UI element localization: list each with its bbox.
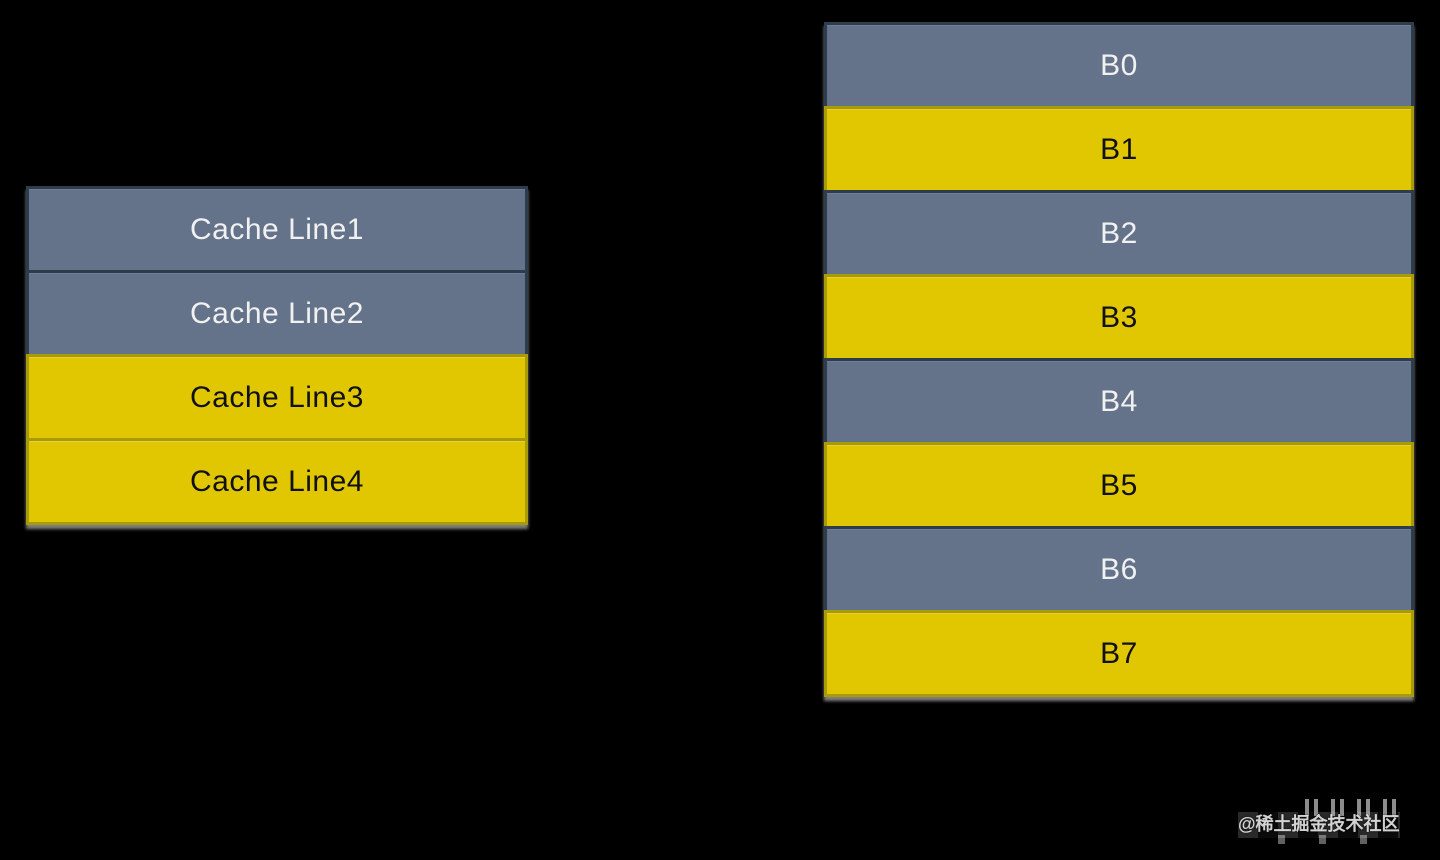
memory-block-label: B3 <box>1100 300 1138 334</box>
cache-lines-table: Cache Line1 Cache Line2 Cache Line3 Cach… <box>26 186 528 525</box>
watermark-glyph-fragment <box>1383 799 1396 816</box>
watermark: @稀土掘金技术社区 <box>1238 794 1414 844</box>
watermark-glyph-stubs <box>1278 835 1367 844</box>
watermark-glyph-fragment <box>1357 799 1370 816</box>
memory-block-row: B6 <box>824 526 1414 613</box>
cache-line-label: Cache Line2 <box>190 296 364 330</box>
memory-block-label: B5 <box>1100 468 1138 502</box>
memory-block-label: B2 <box>1100 216 1138 250</box>
memory-block-row: B1 <box>824 106 1414 193</box>
memory-block-label: B4 <box>1100 384 1138 418</box>
cache-line-label: Cache Line3 <box>190 380 364 414</box>
cache-line-row: Cache Line2 <box>26 270 528 357</box>
watermark-partial-glyphs <box>1305 799 1396 816</box>
memory-block-label: B6 <box>1100 552 1138 586</box>
cache-line-row: Cache Line4 <box>26 438 528 525</box>
memory-block-row: B5 <box>824 442 1414 529</box>
cache-line-row: Cache Line1 <box>26 186 528 273</box>
watermark-glyph-fragment <box>1360 835 1367 844</box>
memory-block-row: B0 <box>824 22 1414 109</box>
watermark-glyph-fragment <box>1278 835 1285 844</box>
memory-block-row: B4 <box>824 358 1414 445</box>
memory-block-row: B3 <box>824 274 1414 361</box>
watermark-glyph-fragment <box>1319 835 1326 844</box>
memory-block-label: B1 <box>1100 132 1138 166</box>
cache-line-row: Cache Line3 <box>26 354 528 441</box>
watermark-glyph-fragment <box>1305 799 1318 816</box>
watermark-glyph-fragment <box>1331 799 1344 816</box>
cache-line-label: Cache Line4 <box>190 464 364 498</box>
memory-block-row: B2 <box>824 190 1414 277</box>
cache-line-label: Cache Line1 <box>190 212 364 246</box>
memory-blocks-table: B0 B1 B2 B3 B4 B5 B6 B7 <box>824 22 1414 697</box>
watermark-pattern <box>1238 812 1400 838</box>
memory-block-label: B0 <box>1100 48 1138 82</box>
memory-block-label: B7 <box>1100 636 1138 670</box>
watermark-text: @稀土掘金技术社区 <box>1238 814 1400 834</box>
memory-block-row: B7 <box>824 610 1414 697</box>
